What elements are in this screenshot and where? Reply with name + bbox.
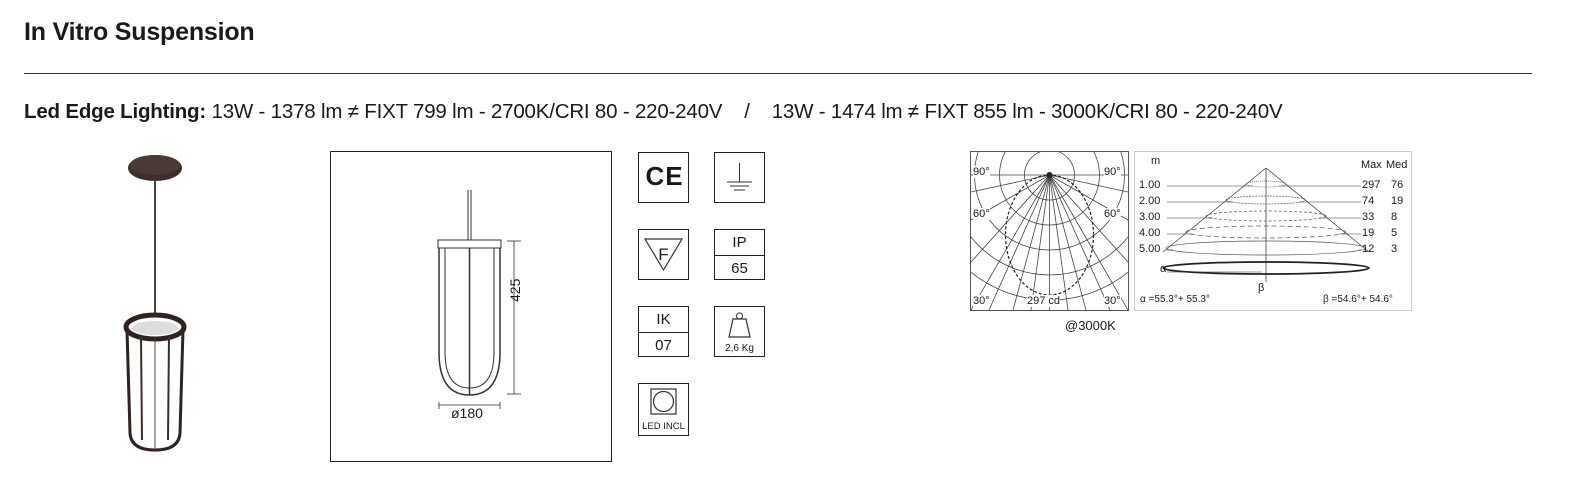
cone-row-med: 3 bbox=[1391, 243, 1398, 255]
spec-separator: / bbox=[744, 100, 750, 123]
cone-row-distance: 3.00 bbox=[1139, 211, 1161, 223]
cone-header-med: Med bbox=[1386, 159, 1408, 171]
weight-icon bbox=[728, 312, 751, 338]
ce-icon: CE bbox=[645, 161, 684, 191]
cone-row-max: 12 bbox=[1362, 243, 1375, 255]
cone-row-med: 8 bbox=[1391, 211, 1398, 223]
f-triangle-icon: F bbox=[643, 238, 684, 272]
ik-rating: IK 07 bbox=[638, 306, 689, 357]
ground-icon bbox=[727, 163, 752, 191]
specs-label: Led Edge Lighting: bbox=[24, 100, 207, 123]
spec-option-2700k: 13W - 1378 lm ≠ FIXT 799 lm - 2700K/CRI … bbox=[211, 100, 723, 123]
polar-candela-label: 297 cd bbox=[1027, 295, 1061, 307]
cone-row-distance: 5.00 bbox=[1139, 243, 1161, 255]
weight-value: 2,6 Kg bbox=[725, 343, 754, 354]
cone-alpha-symbol: α bbox=[1160, 263, 1167, 275]
cone-row-distance: 4.00 bbox=[1139, 227, 1161, 239]
ce-mark: CE bbox=[638, 152, 689, 203]
led-incl-label: LED INCL bbox=[642, 421, 685, 432]
cone-drawing bbox=[1162, 167, 1370, 282]
cone-row-med: 19 bbox=[1391, 195, 1404, 207]
ip-divider bbox=[715, 255, 764, 256]
technical-drawing: 425 ø180 bbox=[330, 151, 612, 462]
cone-row-max: 74 bbox=[1362, 195, 1375, 207]
diameter-dimension: ø180 bbox=[451, 405, 483, 421]
ip-value: 65 bbox=[731, 260, 748, 277]
ip-label: IP bbox=[732, 234, 747, 251]
page-title: In Vitro Suspension bbox=[24, 18, 255, 46]
svg-text:F: F bbox=[658, 245, 668, 264]
cone-alpha-angle: α =55.3°+ 55.3° bbox=[1140, 294, 1210, 305]
cone-row-med: 5 bbox=[1391, 227, 1398, 239]
ip-rating: IP 65 bbox=[714, 229, 765, 280]
polar-diagram: 90° 90° 60° 60° 30° 30° 297 cd bbox=[970, 151, 1129, 311]
cone-beta-symbol: β bbox=[1258, 282, 1265, 294]
cone-row-max: 33 bbox=[1362, 211, 1375, 223]
cone-unit: m bbox=[1151, 155, 1161, 167]
polar-label-30-right: 30° bbox=[1104, 295, 1121, 307]
polar-label-60-right: 60° bbox=[1104, 208, 1121, 220]
polar-label-60-left: 60° bbox=[973, 208, 990, 220]
product-illustration bbox=[123, 155, 187, 452]
weight-badge: 2,6 Kg bbox=[714, 306, 765, 357]
height-dimension: 425 bbox=[507, 278, 523, 302]
cone-diagram: m Max Med 1.00 297 76 2.00 74 19 3.00 33… bbox=[1134, 151, 1412, 311]
title-divider bbox=[24, 73, 1532, 74]
f-mark: F bbox=[638, 229, 689, 280]
cone-row-distance: 1.00 bbox=[1139, 179, 1161, 191]
cone-header-max: Max bbox=[1361, 159, 1382, 171]
ik-label: IK bbox=[656, 311, 671, 328]
ik-divider bbox=[639, 332, 688, 333]
polar-label-90-right: 90° bbox=[1104, 166, 1121, 178]
cone-row-distance: 2.00 bbox=[1139, 195, 1161, 207]
polar-label-90-left: 90° bbox=[973, 166, 990, 178]
cone-row-max: 19 bbox=[1362, 227, 1375, 239]
ik-value: 07 bbox=[655, 337, 672, 354]
cone-row-med: 76 bbox=[1391, 179, 1404, 191]
cone-beta-angle: β =54.6°+ 54.6° bbox=[1323, 294, 1393, 305]
led-icon bbox=[650, 388, 677, 415]
led-specs-line: Led Edge Lighting: 13W - 1378 lm ≠ FIXT … bbox=[24, 100, 1283, 124]
spec-option-3000k: 13W - 1474 lm ≠ FIXT 855 lm - 3000K/CRI … bbox=[771, 100, 1283, 123]
led-included-badge: LED INCL bbox=[638, 383, 689, 436]
cone-row-max: 297 bbox=[1362, 179, 1381, 191]
ground-symbol bbox=[714, 152, 765, 203]
polar-caption: @3000K bbox=[1065, 318, 1116, 333]
polar-label-30-left: 30° bbox=[973, 295, 990, 307]
